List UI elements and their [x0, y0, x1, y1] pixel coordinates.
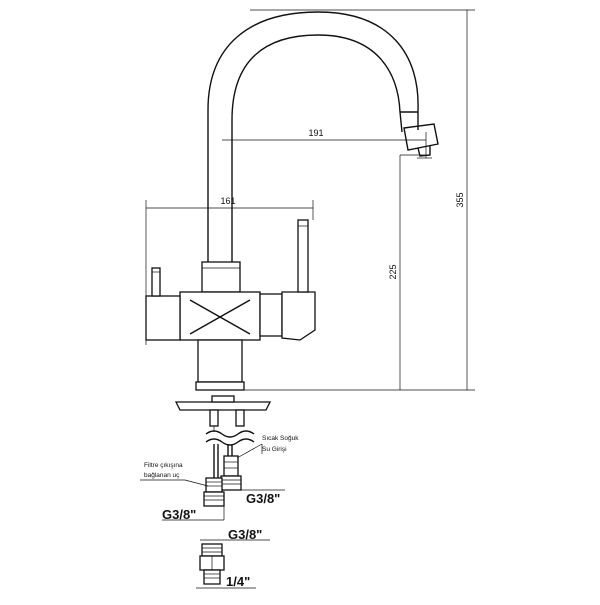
callout-leaders [140, 443, 263, 487]
adapter-fitting [199, 543, 225, 585]
thread-label-adapter-top: G3/8" [228, 527, 262, 542]
left-lever [151, 267, 161, 297]
dimension-225: 225 [388, 264, 398, 279]
spout [207, 11, 439, 262]
dimension-lines [145, 9, 475, 391]
dimension-191: 191 [308, 128, 323, 138]
hot-cold-inlet-label-line2: Su Girişi [262, 446, 287, 453]
thread-label-filter: G3/8" [162, 507, 196, 522]
thread-label-hot-cold: G3/8" [246, 491, 280, 506]
right-lever [297, 219, 309, 293]
faucet-body [145, 261, 316, 391]
dimension-355: 355 [455, 192, 465, 207]
hot-cold-inlet-label-line1: Sıcak Soğuk [262, 435, 299, 442]
filter-outlet-fitting [203, 477, 225, 507]
hot-cold-inlet-fitting [220, 455, 242, 491]
filter-outlet-label-line2: bağlanan uç [144, 472, 180, 479]
break-mark [205, 430, 255, 446]
filter-outlet-label-line1: Filtre çıkışına [144, 462, 183, 469]
dimension-161: 161 [220, 196, 235, 206]
thread-label-adapter-bottom: 1/4" [226, 574, 250, 589]
inlet-hoses [213, 444, 233, 478]
thread-leaders [162, 489, 285, 589]
mounting-plate [174, 395, 272, 432]
